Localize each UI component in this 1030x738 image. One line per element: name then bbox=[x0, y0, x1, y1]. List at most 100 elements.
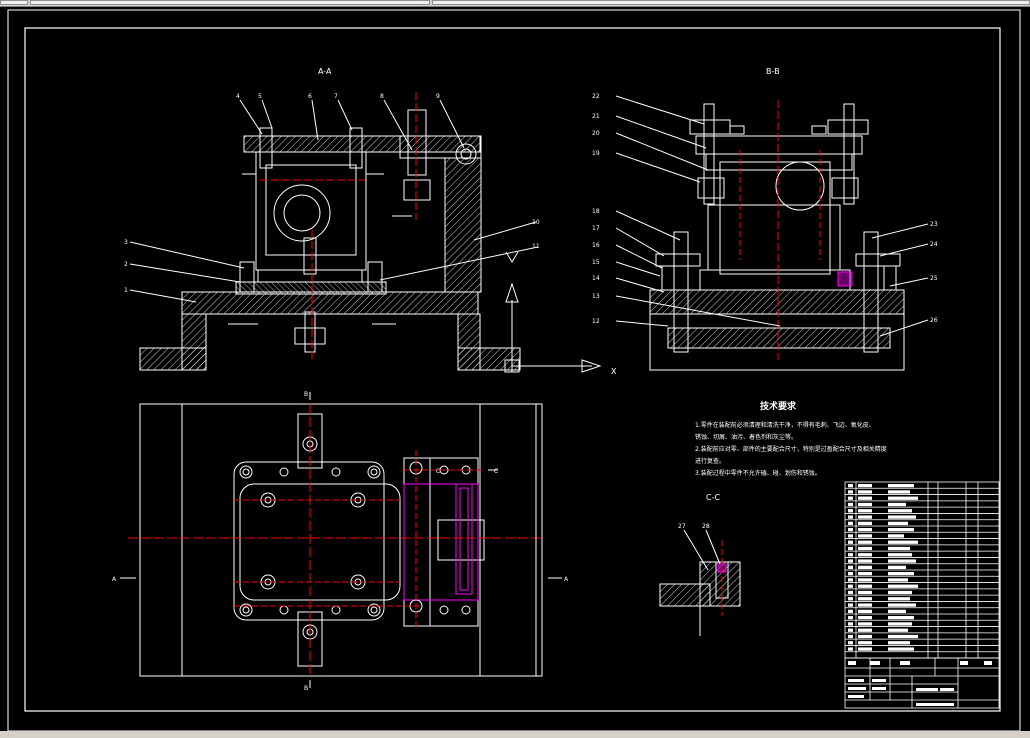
balloon-12: 12 bbox=[592, 318, 600, 325]
balloon-19: 19 bbox=[592, 150, 600, 157]
parts-row-index bbox=[848, 521, 853, 525]
parts-row-code bbox=[858, 622, 872, 626]
parts-row-name bbox=[888, 572, 914, 576]
parts-row-code bbox=[858, 521, 872, 525]
parts-row-name bbox=[888, 521, 908, 525]
balloon-3: 3 bbox=[124, 239, 128, 246]
parts-row-code bbox=[858, 584, 872, 588]
parts-row-name bbox=[888, 528, 914, 532]
balloon-4: 4 bbox=[236, 93, 240, 100]
parts-row-code bbox=[858, 609, 872, 613]
parts-row-code bbox=[858, 572, 872, 576]
balloon-1: 1 bbox=[124, 287, 128, 294]
parts-row-name bbox=[888, 515, 916, 519]
parts-row-code bbox=[858, 578, 872, 582]
balloon-15: 15 bbox=[592, 259, 600, 266]
balloon-28: 28 bbox=[702, 523, 710, 530]
section-mark-a-right: A bbox=[564, 576, 569, 583]
parts-row-index bbox=[848, 603, 853, 607]
parts-row-index bbox=[848, 484, 853, 488]
parts-row-name bbox=[888, 609, 906, 613]
parts-row-index bbox=[848, 490, 853, 494]
parts-row-index bbox=[848, 509, 853, 513]
parts-row-index bbox=[848, 578, 853, 582]
parts-row-index bbox=[848, 622, 853, 626]
parts-row-index bbox=[848, 515, 853, 519]
balloon-8: 8 bbox=[380, 93, 384, 100]
parts-row-name bbox=[888, 616, 914, 620]
section-mark-c-mid: C bbox=[436, 468, 440, 475]
balloon-18: 18 bbox=[592, 208, 600, 215]
balloon-5: 5 bbox=[258, 93, 262, 100]
balloon-22: 22 bbox=[592, 93, 600, 100]
window-title-bar bbox=[0, 0, 1030, 7]
tech-note-3: 3.装配过程中零件不允许磕、碰、划伤和锈蚀。 bbox=[695, 469, 821, 477]
parts-row-code bbox=[858, 616, 872, 620]
parts-row-code bbox=[858, 628, 872, 632]
parts-row-index bbox=[848, 597, 853, 601]
parts-row-name bbox=[888, 647, 914, 651]
section-bb-title: B-B bbox=[766, 67, 780, 76]
parts-row-code bbox=[858, 634, 872, 639]
parts-row-index bbox=[848, 628, 853, 632]
balloon-13: 13 bbox=[592, 293, 600, 300]
balloon-9: 9 bbox=[436, 93, 440, 100]
parts-row-code bbox=[858, 534, 872, 538]
balloon-27: 27 bbox=[678, 523, 686, 530]
parts-row-code bbox=[858, 496, 872, 500]
parts-row-name bbox=[888, 597, 910, 601]
section-mark-b-top: B bbox=[304, 391, 308, 398]
balloon-7: 7 bbox=[334, 93, 338, 100]
tech-note-1: 1.零件在装配前必须清理和清洗干净，不得有毛刺、飞边、氧化皮、 bbox=[695, 421, 875, 429]
parts-row-name bbox=[888, 565, 906, 569]
parts-row-code bbox=[858, 490, 872, 494]
balloon-10: 10 bbox=[532, 219, 540, 226]
section-mark-a-left: A bbox=[112, 576, 117, 583]
parts-row-index bbox=[848, 565, 853, 569]
parts-row-index bbox=[848, 572, 853, 576]
section-aa-title: A-A bbox=[318, 67, 332, 76]
parts-row-code bbox=[858, 641, 872, 645]
tech-requirements-title: 技术要求 bbox=[760, 400, 797, 412]
section-bb-view: B-B bbox=[615, 67, 929, 371]
parts-row-index bbox=[848, 502, 853, 507]
tech-note-1b: 锈蚀、切屑、油污、着色剂和灰尘等。 bbox=[695, 433, 797, 441]
sheet-frame bbox=[24, 27, 1001, 712]
section-cc-balloons: 27 28 bbox=[678, 523, 710, 530]
balloon-21: 21 bbox=[592, 113, 600, 120]
parts-row-code bbox=[858, 502, 872, 507]
parts-list-table bbox=[844, 481, 1000, 659]
parts-list-entries bbox=[848, 484, 918, 651]
balloon-16: 16 bbox=[592, 242, 600, 249]
balloon-17: 17 bbox=[592, 225, 600, 232]
parts-row-name bbox=[888, 496, 918, 500]
balloon-25: 25 bbox=[930, 275, 938, 282]
section-mark-b-bottom: B bbox=[304, 685, 308, 692]
parts-row-code bbox=[858, 528, 872, 532]
parts-row-index bbox=[848, 546, 853, 551]
parts-row-name bbox=[888, 590, 912, 595]
drawing-tab[interactable] bbox=[30, 0, 430, 5]
balloon-2: 2 bbox=[124, 261, 128, 268]
section-aa-balloons: 1 2 3 4 5 6 7 8 9 10 11 X bbox=[124, 93, 617, 376]
parts-row-index bbox=[848, 641, 853, 645]
parts-row-index bbox=[848, 634, 853, 639]
parts-row-name bbox=[888, 509, 912, 513]
parts-row-code bbox=[858, 553, 872, 557]
parts-row-index bbox=[848, 590, 853, 595]
parts-row-code bbox=[858, 484, 872, 488]
file-tab[interactable] bbox=[0, 0, 28, 5]
parts-row-code bbox=[858, 590, 872, 595]
parts-row-code bbox=[858, 540, 872, 544]
parts-row-name bbox=[888, 502, 906, 507]
title-block-entries bbox=[848, 661, 992, 706]
parts-row-index bbox=[848, 496, 853, 500]
parts-row-code bbox=[858, 509, 872, 513]
parts-row-name bbox=[888, 490, 910, 494]
parts-row-code bbox=[858, 546, 872, 551]
parts-row-name bbox=[888, 641, 910, 645]
parts-row-index bbox=[848, 647, 853, 651]
parts-row-name bbox=[888, 634, 918, 639]
parts-row-name bbox=[888, 484, 914, 488]
